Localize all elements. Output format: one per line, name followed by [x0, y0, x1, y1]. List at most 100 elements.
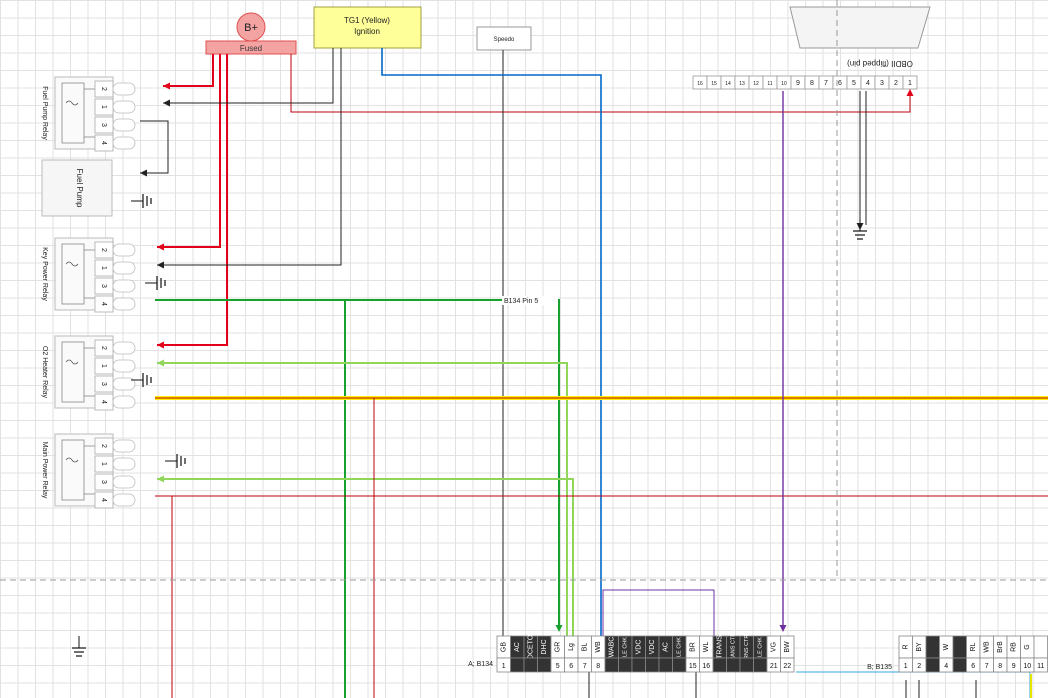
connector-pin-cell: [753, 657, 768, 673]
relay-pin-plug: [112, 82, 136, 96]
wb-wl-loop: [602, 589, 715, 636]
relay-pin-plug: [112, 475, 136, 489]
fuel-pump[interactable]: Fuel Pump: [41, 159, 113, 217]
connector-wire-color: TRANS CTRL: [731, 630, 737, 665]
wire-label: B134 Pin 5: [504, 298, 538, 305]
key-power-output: [155, 299, 560, 628]
connector-wire-color: BL: [582, 643, 589, 652]
relay-pin-number: 2: [100, 346, 107, 350]
ignition-fuel-arrow: [163, 99, 170, 107]
relay-coil-icon: [65, 359, 79, 365]
obd-pin-number: 10: [781, 81, 787, 87]
ground-symbols: [72, 194, 867, 657]
relay-pin-number: 3: [100, 480, 107, 484]
connector-pin-cell: [739, 657, 754, 673]
relay-coil-icon: [65, 100, 79, 106]
relay-pin-plug: [112, 341, 136, 355]
main-relay-control: [157, 478, 574, 636]
ground-icon: [131, 194, 152, 208]
relay-name: Key Power Relay: [41, 247, 48, 301]
ignition-to-fuel-relay: [163, 48, 334, 104]
speedo-block[interactable]: Speedo: [476, 26, 532, 51]
relay-pin-number: 4: [100, 400, 107, 404]
ground-icon: [145, 276, 166, 290]
connector-b-label: B; B135: [867, 664, 892, 671]
connector-pin-cell: [645, 657, 660, 673]
connector-wire-color: BrB: [997, 641, 1004, 653]
connector-pin-number: 16: [702, 663, 710, 670]
connector-wire-color: DCETO: [528, 634, 535, 659]
connector-pin-number: 11: [1037, 663, 1044, 670]
b-plus-source[interactable]: B+ Fused: [205, 12, 297, 55]
relay-pin-number: 1: [100, 105, 107, 109]
b-plus-label: B+: [244, 22, 258, 34]
relay-pin-number: 2: [100, 248, 107, 252]
connector-wire-color: DHC: [541, 639, 548, 654]
ground-icon: [72, 636, 86, 657]
main-control-arrow: [157, 475, 164, 483]
connector-pin-cell: [604, 657, 619, 673]
connector-pin-number: 15: [689, 663, 697, 670]
obd-power-arrow: [906, 89, 914, 96]
ignition-block[interactable]: TG1 (Yellow) Ignition: [313, 6, 422, 49]
connector-pin-number: 7: [985, 663, 989, 670]
relay-pin-number: 3: [100, 382, 107, 386]
speedo-box: [476, 26, 532, 51]
connector-pin-number: 4: [944, 663, 948, 670]
relay-pin-plug: [112, 377, 136, 391]
relay-pin-number: 4: [100, 498, 107, 502]
connector-wire-cell: [1033, 635, 1048, 659]
connector-wire-color: BY: [916, 642, 923, 652]
connector-wire-color: R: [903, 644, 910, 649]
obd-pin-number: 16: [697, 81, 703, 87]
fuel-pump-arrow: [140, 169, 147, 177]
relay-pin-plug: [112, 395, 136, 409]
relay-to-fuel-pump: [140, 120, 169, 174]
ignition-line1: TG1 (Yellow): [344, 16, 390, 25]
connector-pin-number: 8: [998, 663, 1002, 670]
relay-contact-outline: [61, 341, 85, 403]
connector-pin-cell: [726, 657, 741, 673]
ground-icon: [853, 219, 867, 240]
connector-pin-number: 10: [1023, 663, 1031, 670]
connector-wire-color: WB: [595, 641, 602, 653]
obd-pin-number: 2: [894, 80, 898, 87]
relay-pin-number: 4: [100, 302, 107, 306]
relay-pin-number: 1: [100, 364, 107, 368]
ignition-key-arrow: [157, 261, 164, 269]
obd-pin-number: 14: [725, 81, 731, 87]
obd-pin-number: 4: [866, 80, 870, 87]
fuel-pump-label: Fuel Pump: [75, 169, 84, 208]
relay-contact-outline: [61, 82, 85, 144]
relay-name: Fuel Pump Relay: [41, 86, 48, 140]
connector-pin-number: 6: [971, 663, 975, 670]
obd-pin-number: 6: [838, 80, 842, 87]
cyan-wire: [796, 671, 1031, 698]
connector-wire-color: WB: [984, 641, 991, 653]
connector-wire-color: G: [1024, 644, 1031, 649]
relay-coil-icon: [65, 457, 79, 463]
obd-pin-number: 9: [796, 80, 800, 87]
connector-pin-cell: [523, 657, 538, 673]
obd-pin-number: 8: [810, 80, 814, 87]
connector-wire-cell: [925, 635, 940, 659]
connector-wire-color: LE CHK: [623, 637, 629, 657]
obd-shape: [789, 6, 931, 49]
relay-pin-plug: [112, 279, 136, 293]
relay-contact-outline: [61, 439, 85, 501]
connector-wire-color: RB: [1011, 642, 1018, 652]
connector-wire-color: LE CHK: [677, 637, 683, 657]
obd-pin-number: 3: [880, 80, 884, 87]
obd-title: OBDII (flipped pin): [847, 59, 913, 68]
